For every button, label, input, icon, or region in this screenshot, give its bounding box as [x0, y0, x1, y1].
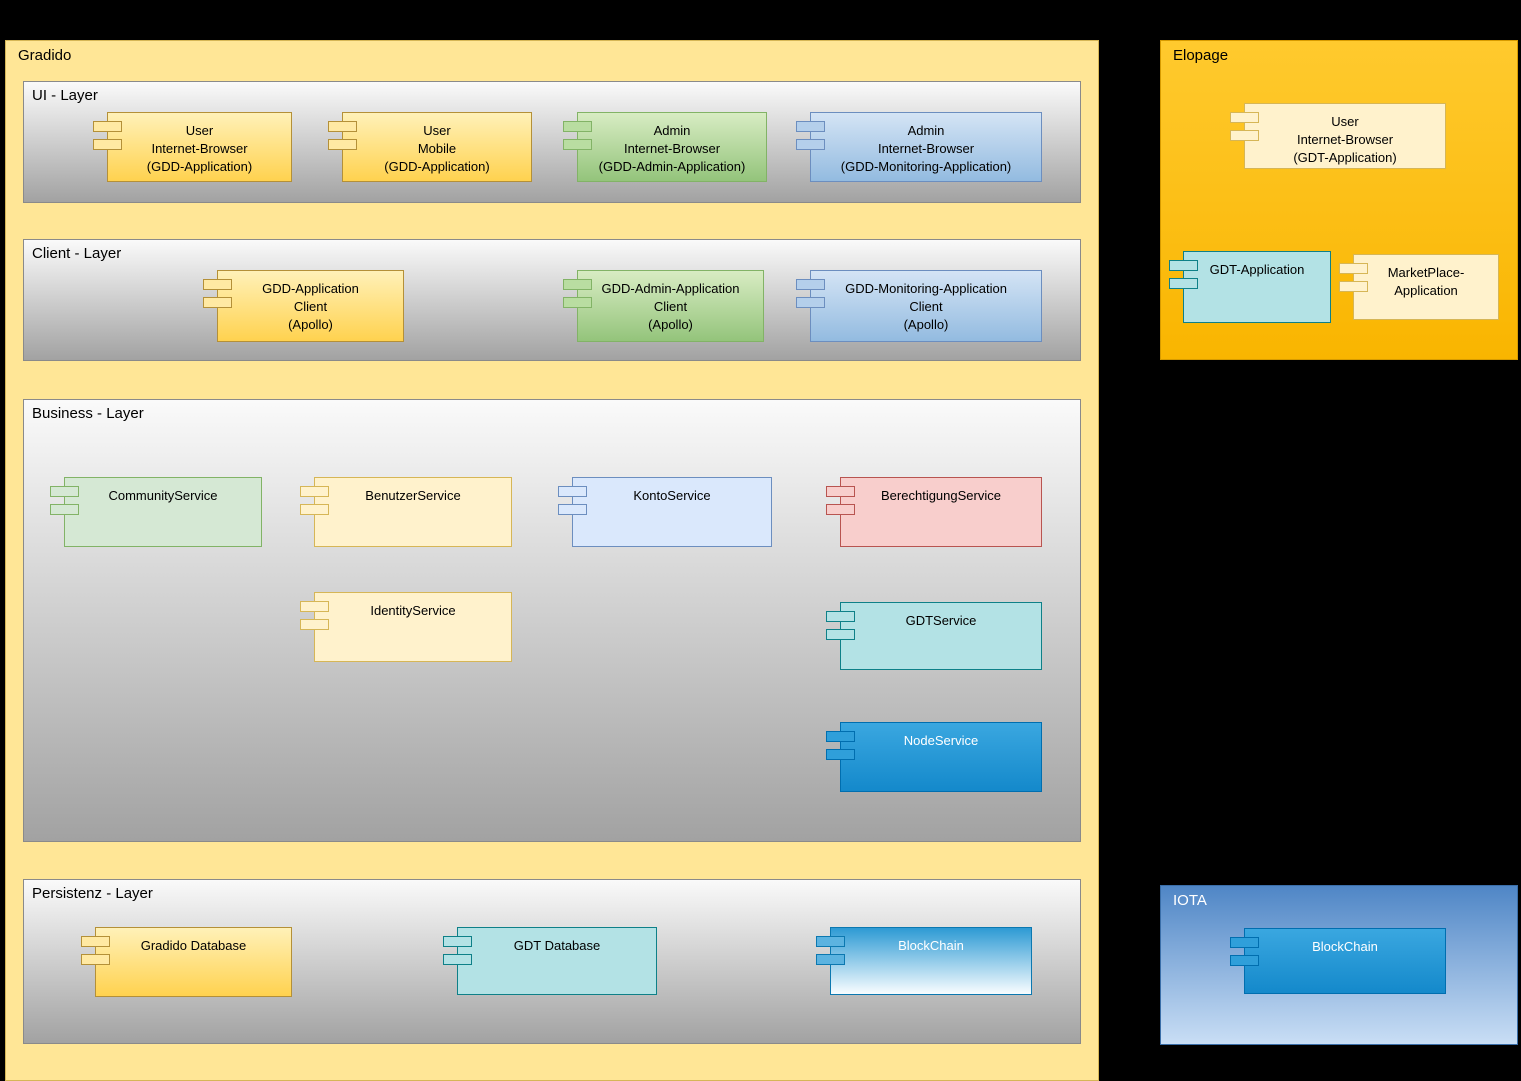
- component-blockchain-iota[interactable]: BlockChain: [1230, 928, 1446, 994]
- component-label: NodeService: [903, 733, 979, 748]
- component-label: GDD-Application Client (Apollo): [262, 281, 359, 332]
- component-label: Admin Internet-Browser (GDD-Monitoring-A…: [840, 123, 1012, 174]
- uml-component-icon: [826, 731, 855, 767]
- uml-component-icon: [50, 486, 79, 522]
- container-gradido[interactable]: Gradido UI - Layer User Internet-Browser…: [5, 40, 1099, 1081]
- business-layer-label: Business - Layer: [32, 405, 144, 422]
- component-marketplace-application[interactable]: MarketPlace- Application: [1339, 254, 1499, 320]
- component-label: User Internet-Browser (GDT-Application): [1293, 114, 1397, 165]
- component-label: Gradido Database: [140, 938, 247, 953]
- component-label: BlockChain: [898, 938, 964, 953]
- component-gdd-admin-application-client[interactable]: GDD-Admin-Application Client (Apollo): [563, 270, 764, 342]
- component-label: GDT Database: [513, 938, 601, 953]
- uml-component-icon: [563, 279, 592, 315]
- uml-component-icon: [81, 936, 110, 972]
- component-berechtigungservice[interactable]: BerechtigungService: [826, 477, 1042, 547]
- uml-component-icon: [796, 121, 825, 157]
- uml-component-icon: [796, 279, 825, 315]
- layer-ui[interactable]: UI - Layer User Internet-Browser (GDD-Ap…: [23, 81, 1081, 203]
- uml-component-icon: [1339, 263, 1368, 299]
- component-communityservice[interactable]: CommunityService: [50, 477, 262, 547]
- component-label: GDTService: [905, 613, 977, 628]
- persistenz-layer-label: Persistenz - Layer: [32, 885, 153, 902]
- uml-component-icon: [826, 611, 855, 647]
- layer-client[interactable]: Client - Layer GDD-Application Client (A…: [23, 239, 1081, 361]
- component-label: GDD-Admin-Application Client (Apollo): [601, 281, 740, 332]
- component-label: CommunityService: [108, 488, 218, 503]
- component-blockchain-persistenz[interactable]: BlockChain: [816, 927, 1032, 995]
- component-gdt-database[interactable]: GDT Database: [443, 927, 657, 995]
- component-label: User Internet-Browser (GDD-Application): [146, 123, 253, 174]
- uml-component-icon: [1230, 112, 1259, 148]
- component-label: BenutzerService: [365, 488, 461, 503]
- component-label: IdentityService: [370, 603, 456, 618]
- component-identityservice[interactable]: IdentityService: [300, 592, 512, 662]
- component-label: GDT-Application: [1209, 262, 1305, 277]
- uml-component-icon: [816, 936, 845, 972]
- component-nodeservice[interactable]: NodeService: [826, 722, 1042, 792]
- uml-component-icon: [93, 121, 122, 157]
- gradido-label: Gradido: [18, 47, 72, 64]
- component-gdd-monitoring-application-client[interactable]: GDD-Monitoring-Application Client (Apoll…: [796, 270, 1042, 342]
- container-iota[interactable]: IOTA BlockChain: [1160, 885, 1518, 1045]
- container-elopage[interactable]: Elopage User Internet-Browser (GDT-Appli…: [1160, 40, 1518, 360]
- component-label: BlockChain: [1312, 939, 1378, 954]
- component-label: BerechtigungService: [881, 488, 1001, 503]
- ui-layer-label: UI - Layer: [32, 87, 98, 104]
- component-admin-internet-browser-gdd-monitoring-application[interactable]: Admin Internet-Browser (GDD-Monitoring-A…: [796, 112, 1042, 182]
- layer-persistenz[interactable]: Persistenz - Layer Gradido Database GDT …: [23, 879, 1081, 1044]
- uml-component-icon: [826, 486, 855, 522]
- uml-component-icon: [300, 601, 329, 637]
- uml-component-icon: [203, 279, 232, 315]
- uml-component-icon: [558, 486, 587, 522]
- component-label: User Mobile (GDD-Application): [384, 123, 490, 174]
- component-user-internet-browser-gdd-application[interactable]: User Internet-Browser (GDD-Application): [93, 112, 292, 182]
- component-gradido-database[interactable]: Gradido Database: [81, 927, 292, 997]
- uml-component-icon: [300, 486, 329, 522]
- component-admin-internet-browser-gdd-admin-application[interactable]: Admin Internet-Browser (GDD-Admin-Applic…: [563, 112, 767, 182]
- component-kontoservice[interactable]: KontoService: [558, 477, 772, 547]
- component-label: Admin Internet-Browser (GDD-Admin-Applic…: [598, 123, 746, 174]
- component-gdd-application-client[interactable]: GDD-Application Client (Apollo): [203, 270, 404, 342]
- component-label: KontoService: [633, 488, 711, 503]
- component-gdt-application[interactable]: GDT-Application: [1169, 251, 1331, 323]
- elopage-label: Elopage: [1173, 47, 1229, 64]
- uml-component-icon: [563, 121, 592, 157]
- component-user-mobile-gdd-application[interactable]: User Mobile (GDD-Application): [328, 112, 532, 182]
- component-label: GDD-Monitoring-Application Client (Apoll…: [845, 281, 1007, 332]
- layer-business[interactable]: Business - Layer CommunityService Benutz…: [23, 399, 1081, 842]
- iota-label: IOTA: [1173, 892, 1207, 909]
- uml-component-icon: [1230, 937, 1259, 973]
- uml-component-icon: [443, 936, 472, 972]
- uml-component-icon: [1169, 260, 1198, 296]
- component-label: MarketPlace- Application: [1387, 265, 1465, 298]
- uml-component-icon: [328, 121, 357, 157]
- component-gdtservice[interactable]: GDTService: [826, 602, 1042, 670]
- client-layer-label: Client - Layer: [32, 245, 122, 262]
- component-benutzerservice[interactable]: BenutzerService: [300, 477, 512, 547]
- component-user-internet-browser-gdt-application[interactable]: User Internet-Browser (GDT-Application): [1230, 103, 1446, 169]
